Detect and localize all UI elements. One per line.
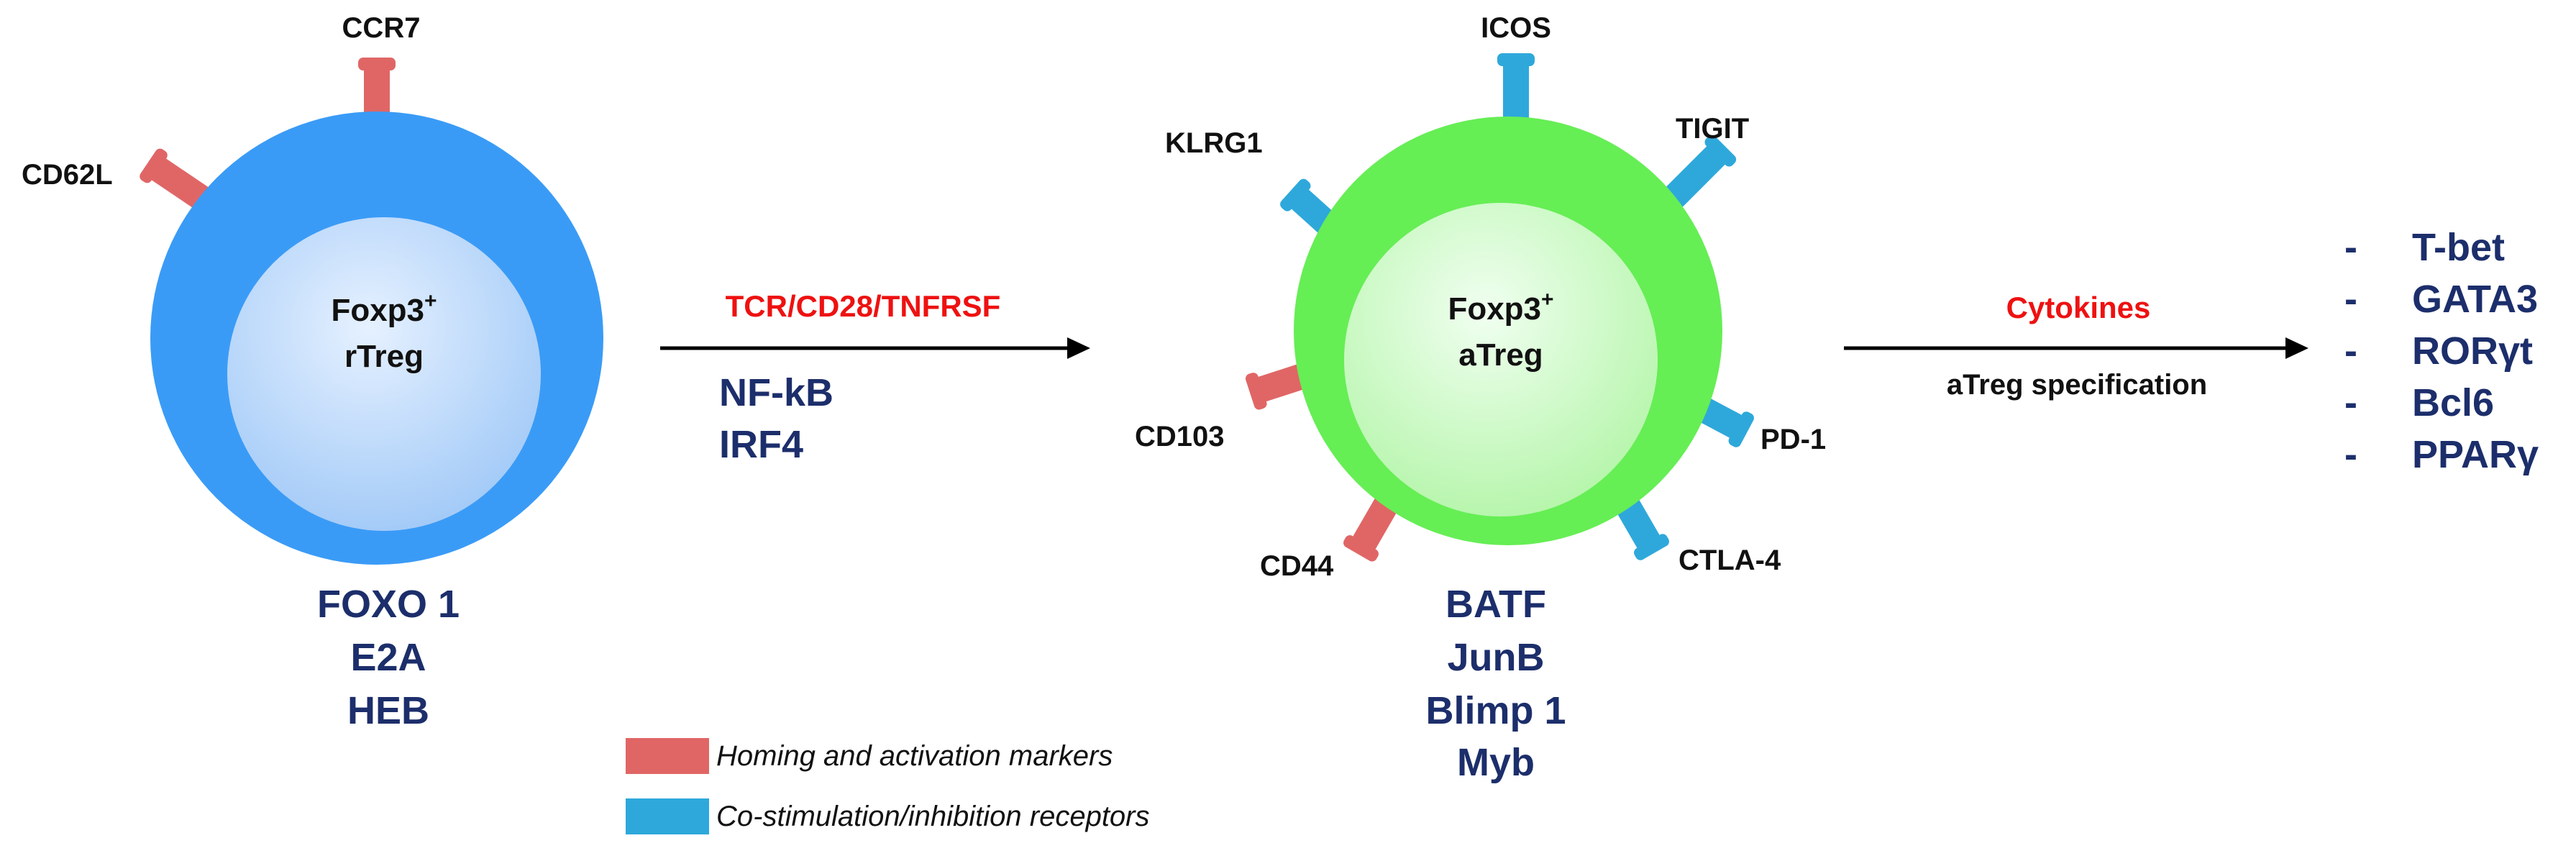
rtreg-tf-foxo1: FOXO 1	[317, 583, 460, 626]
specification-tf-list: - T-bet - GATA3 - RORγt - Bcl6 - PPARγ	[2344, 226, 2539, 476]
rtreg-core-name: Foxp3	[331, 293, 424, 328]
activation-signal: TCR/CD28/TNFRSF	[726, 289, 1001, 323]
activation-tf-irf4: IRF4	[719, 423, 803, 466]
legend-label-homing: Homing and activation markers	[716, 740, 1113, 772]
spec-dash-2: -	[2344, 278, 2357, 321]
spec-tf-gata3: GATA3	[2412, 278, 2538, 321]
activation-tf-nfkb: NF-kB	[719, 371, 833, 414]
atreg-receptor-label-pd1: PD-1	[1760, 424, 1826, 455]
rtreg-nucleus	[227, 217, 541, 531]
rtreg-core-label: Foxp3+	[331, 289, 437, 328]
rtreg-receptor-label-ccr7: CCR7	[342, 12, 421, 44]
spec-tf-ppary: PPARγ	[2412, 433, 2539, 476]
atreg-receptor-label-ctla4: CTLA-4	[1678, 545, 1781, 576]
legend-swatch-homing	[626, 738, 709, 774]
activation-arrow	[660, 337, 1090, 359]
rtreg-cell: Foxp3+ rTreg	[140, 58, 603, 565]
atreg-receptor-label-klrg1: KLRG1	[1165, 127, 1263, 159]
spec-tf-bcl6: Bcl6	[2412, 381, 2494, 424]
rtreg-tf-e2a: E2A	[350, 636, 426, 679]
receptor-tigit	[1658, 135, 1737, 213]
atreg-core-type: aTreg	[1458, 337, 1543, 373]
legend-label-costim: Co-stimulation/inhibition receptors	[716, 801, 1150, 832]
atreg-tf-batf: BATF	[1445, 583, 1546, 626]
atreg-nucleus	[1344, 203, 1658, 516]
spec-dash-4: -	[2344, 381, 2357, 424]
atreg-tf-blimp1: Blimp 1	[1425, 689, 1566, 732]
receptor-ccr7	[358, 58, 396, 127]
rtreg-receptor-label-cd62l: CD62L	[22, 159, 113, 191]
atreg-receptor-label-tigit: TIGIT	[1676, 113, 1749, 145]
spec-dash-5: -	[2344, 433, 2357, 476]
spec-tf-rorgt: RORγt	[2412, 329, 2533, 373]
specification-signal: Cytokines	[2006, 291, 2151, 324]
spec-dash-1: -	[2344, 226, 2357, 269]
atreg-core-label: Foxp3+	[1448, 288, 1553, 327]
spec-tf-tbet: T-bet	[2412, 226, 2505, 269]
atreg-cell: Foxp3+ aTreg	[1245, 53, 1754, 562]
atreg-receptor-label-cd44: CD44	[1260, 550, 1334, 582]
specification-arrow	[1844, 337, 2308, 359]
legend-swatch-costim	[626, 798, 709, 834]
atreg-tf-junb: JunB	[1448, 636, 1545, 679]
atreg-receptor-label-cd103: CD103	[1135, 421, 1225, 452]
atreg-core-name: Foxp3	[1448, 291, 1541, 327]
atreg-receptor-label-icos: ICOS	[1481, 12, 1551, 44]
legend: Homing and activation markers Co-stimula…	[626, 738, 1150, 834]
specification-label: aTreg specification	[1947, 369, 2207, 401]
rtreg-core-sup: +	[424, 289, 437, 313]
rtreg-core-type: rTreg	[344, 339, 424, 374]
spec-dash-3: -	[2344, 329, 2357, 373]
atreg-core-sup: +	[1541, 288, 1554, 311]
atreg-tf-myb: Myb	[1457, 741, 1535, 784]
rtreg-tf-heb: HEB	[347, 689, 429, 732]
